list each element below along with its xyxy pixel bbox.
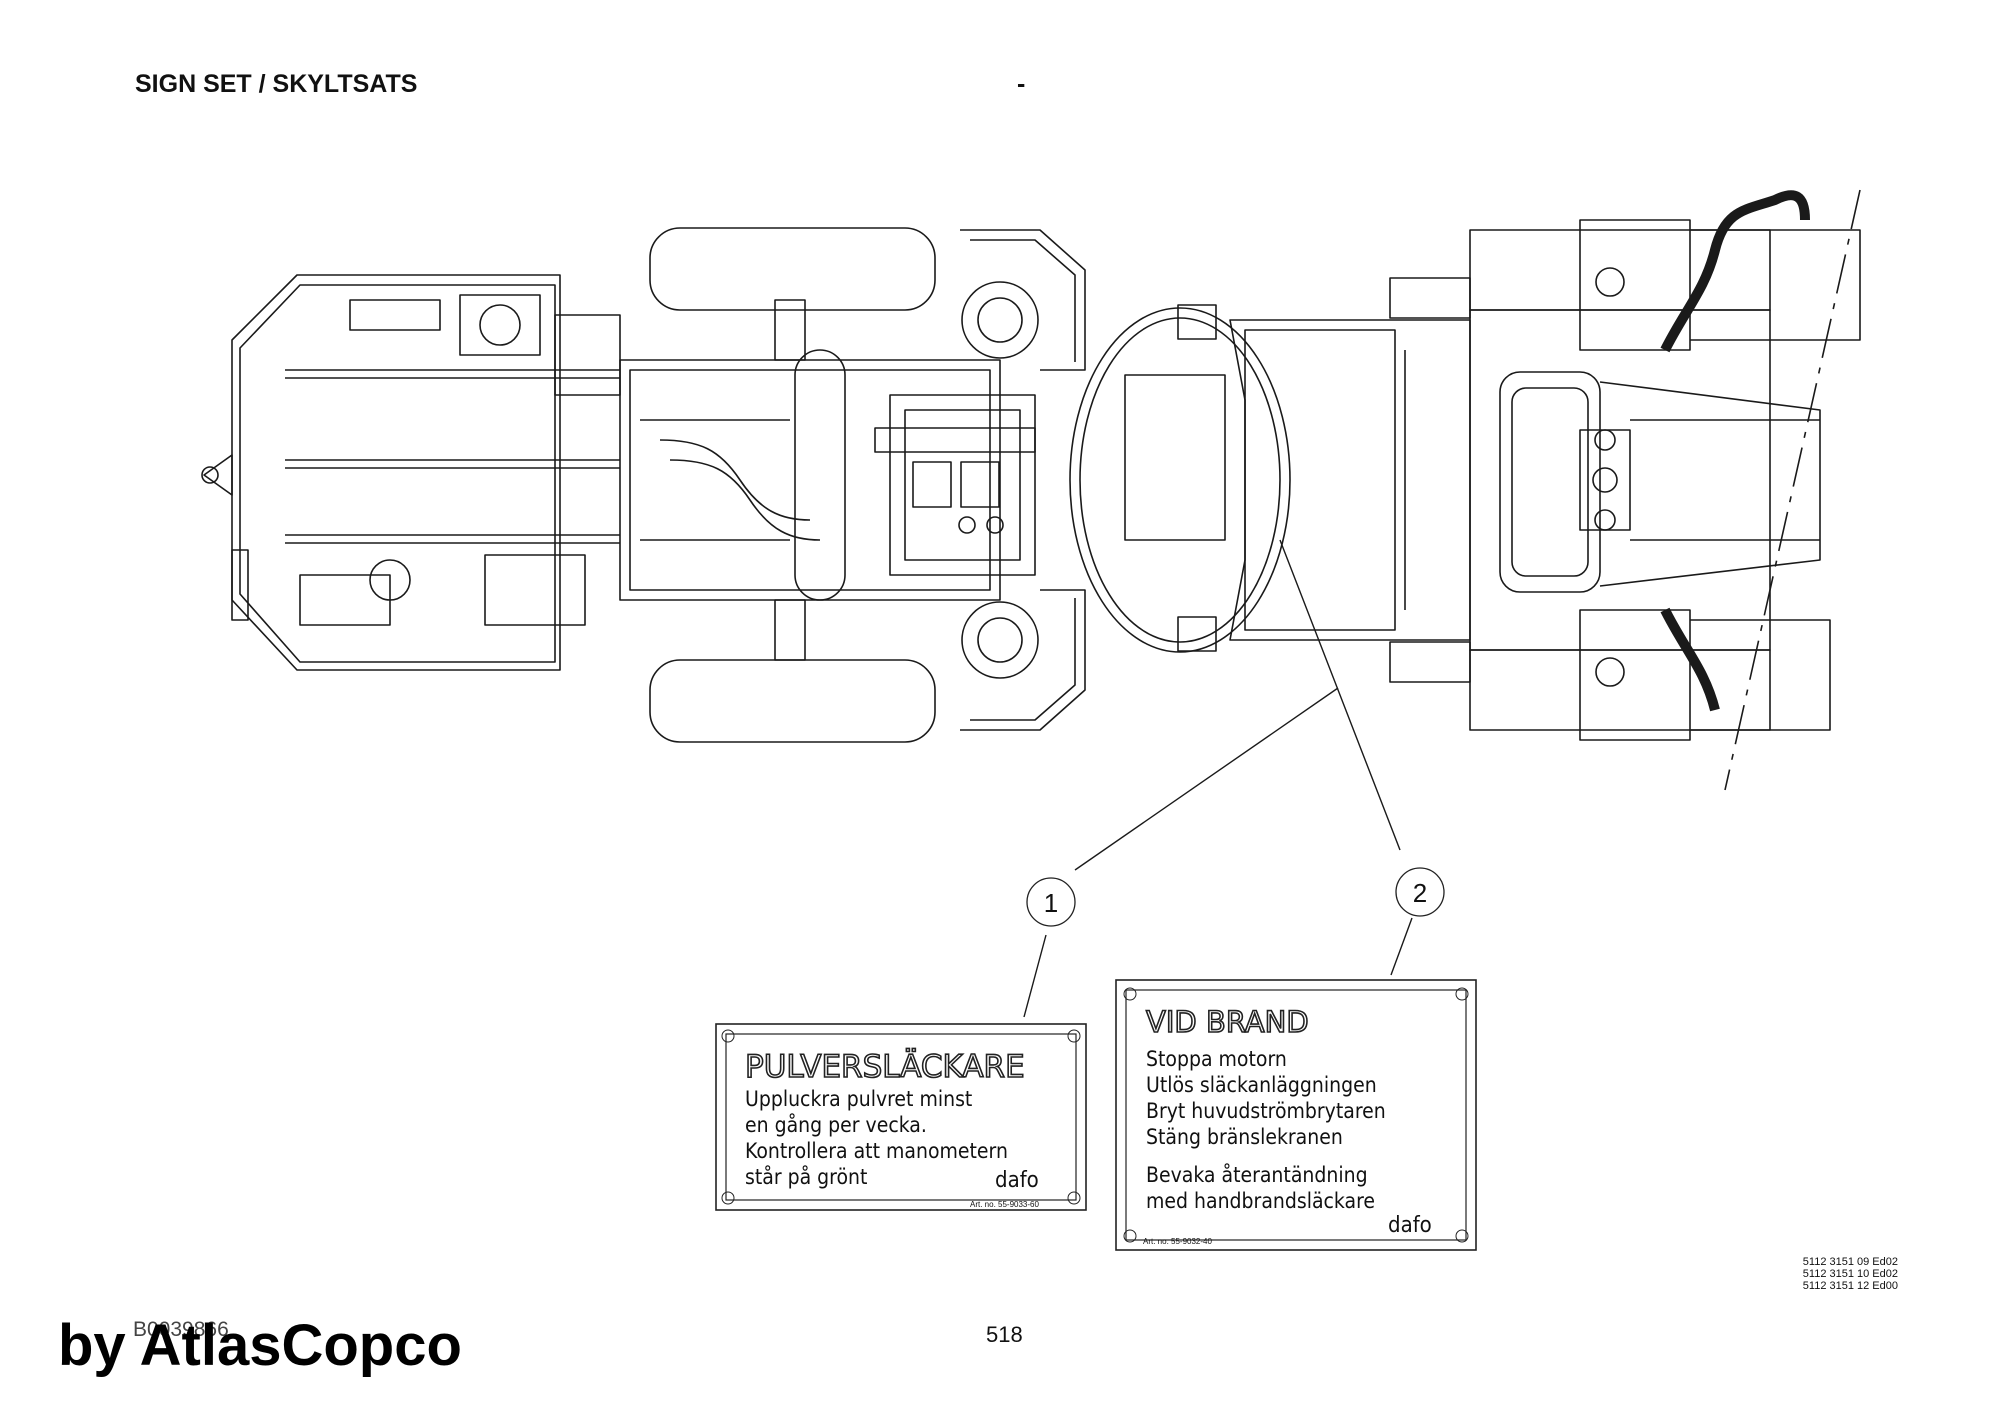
header-dash: -	[1017, 70, 1026, 98]
brand-watermark: by AtlasCopco	[58, 1313, 462, 1378]
part-number: 5112 3151 12 Ed00	[1802, 1280, 1898, 1292]
plate-1-art-number: Art. no. 55-9033-60	[970, 1200, 1039, 1209]
machine-outline	[201, 189, 1861, 791]
plate-1-logo: dafo	[995, 1168, 1039, 1193]
part-number: 5112 3151 09 Ed02	[1802, 1256, 1898, 1268]
sign-plate-1: PULVERSLÄCKARE Uppluckra pulvret minst e…	[715, 1023, 1087, 1211]
plate-1-line: Uppluckra pulvret minst	[745, 1087, 972, 1111]
plate-2-line: Stäng bränslekranen	[1146, 1125, 1343, 1149]
plate-1-line: en gång per vecka.	[745, 1112, 927, 1137]
part-number-list: 5112 3151 09 Ed02 5112 3151 10 Ed02 5112…	[1803, 1256, 1898, 1292]
plate-2-art-number: Art. no. 55-9032-40	[1143, 1237, 1212, 1246]
callout-2-label: 2	[1413, 878, 1427, 908]
callout-2: 2	[1395, 867, 1445, 917]
plate-1-line: står på grönt	[745, 1164, 867, 1189]
plate-1-title: PULVERSLÄCKARE	[745, 1049, 1025, 1085]
plate-2-line: Utlös släckanläggningen	[1146, 1073, 1377, 1097]
plate-2-line: Stoppa motorn	[1146, 1047, 1287, 1071]
part-number: 5112 3151 10 Ed02	[1802, 1268, 1898, 1280]
plate-1-line: Kontrollera att manometern	[745, 1139, 1008, 1163]
plate-2-line: Bryt huvudströmbrytaren	[1146, 1099, 1386, 1123]
callout-1: 1	[1026, 877, 1076, 927]
plate-2-line: Bevaka återantändning	[1146, 1162, 1368, 1187]
plate-2-title: VID BRAND	[1146, 1005, 1309, 1039]
callout-1-label: 1	[1044, 888, 1058, 918]
document-number: B0039866	[133, 1318, 229, 1341]
leader-lines	[1023, 539, 1413, 1018]
plate-2-line: med handbrandsläckare	[1146, 1189, 1375, 1213]
page-number: 518	[986, 1322, 1023, 1347]
plate-2-logo: dafo	[1388, 1213, 1432, 1238]
sign-plate-2: VID BRAND Stoppa motorn Utlös släckanläg…	[1115, 979, 1477, 1251]
page-title: SIGN SET / SKYLTSATS	[135, 70, 418, 98]
